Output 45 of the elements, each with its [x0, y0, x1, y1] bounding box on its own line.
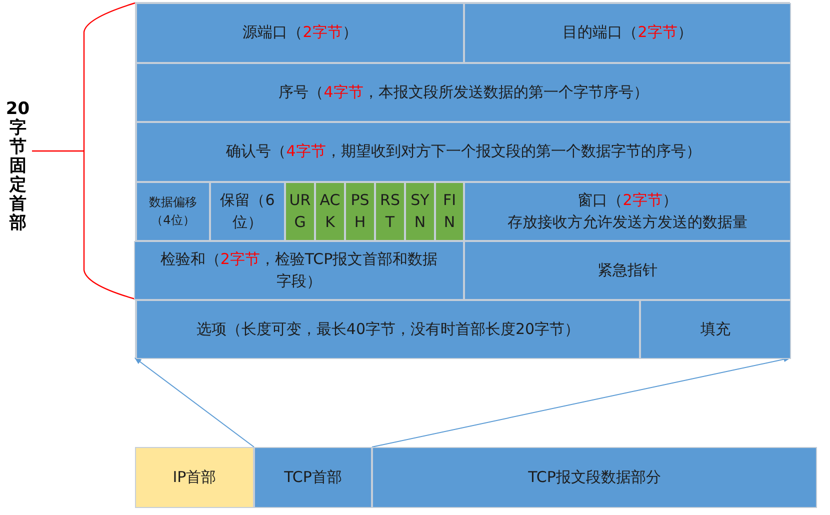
arrow [134, 358, 254, 448]
field-label: 源端口（2字节） [242, 22, 358, 44]
field-box [640, 300, 791, 359]
flag-box [285, 182, 315, 241]
flag-box [435, 182, 464, 241]
field-box [136, 63, 791, 122]
field-box [254, 447, 372, 508]
field-label: 序号（4字节，本报文段所发送数据的第一个字节序号） [278, 82, 648, 103]
flag-label: URG [288, 190, 312, 232]
flag-label: PSH [350, 190, 370, 232]
field-label: 选项（长度可变，最长40字节，没有时首部长度20字节） [196, 318, 580, 340]
flag-label: RST [379, 190, 401, 232]
field-box [372, 447, 817, 508]
field-box [136, 182, 210, 241]
field-label: 确认号（4字节，期望收到对方下一个报文段的第一个数据字节的序号） [226, 141, 701, 162]
field-box [136, 122, 791, 182]
field-box [136, 3, 464, 63]
field-label: 存放接收方允许发送方发送的数据量 [508, 212, 748, 232]
field-label: 保留（6位） [219, 190, 276, 232]
field-label: TCP报文段数据部分 [528, 466, 661, 488]
flag-label: ACK [318, 190, 342, 232]
field-box [136, 300, 640, 359]
ip-header-box [135, 447, 254, 508]
flag-box [345, 182, 375, 241]
field-label: TCP首部 [284, 466, 342, 488]
field-label: 检验和（2字节，检验TCP报文首部和数据字段） [159, 248, 439, 292]
field-label: 紧急指针 [598, 260, 658, 281]
arrow [372, 356, 791, 448]
field-label: 数据偏移（4位） [148, 194, 198, 228]
flag-box [315, 182, 345, 241]
field-box [464, 241, 791, 300]
header-frame [135, 2, 790, 358]
flag-box [375, 182, 405, 241]
field-box [464, 182, 791, 241]
flag-box [405, 182, 435, 241]
field-label: 窗口（2字节） [578, 190, 678, 211]
flag-label: SYN [410, 190, 430, 232]
field-box [210, 182, 285, 241]
flag-label: FIN [442, 190, 458, 232]
field-label: IP首部 [172, 466, 216, 488]
field-label: 目的端口（2字节） [562, 22, 692, 44]
field-label: 填充 [700, 318, 730, 340]
side-label: 20字节固定首部 [5, 100, 30, 234]
field-box [464, 3, 791, 63]
field-box [134, 241, 464, 300]
